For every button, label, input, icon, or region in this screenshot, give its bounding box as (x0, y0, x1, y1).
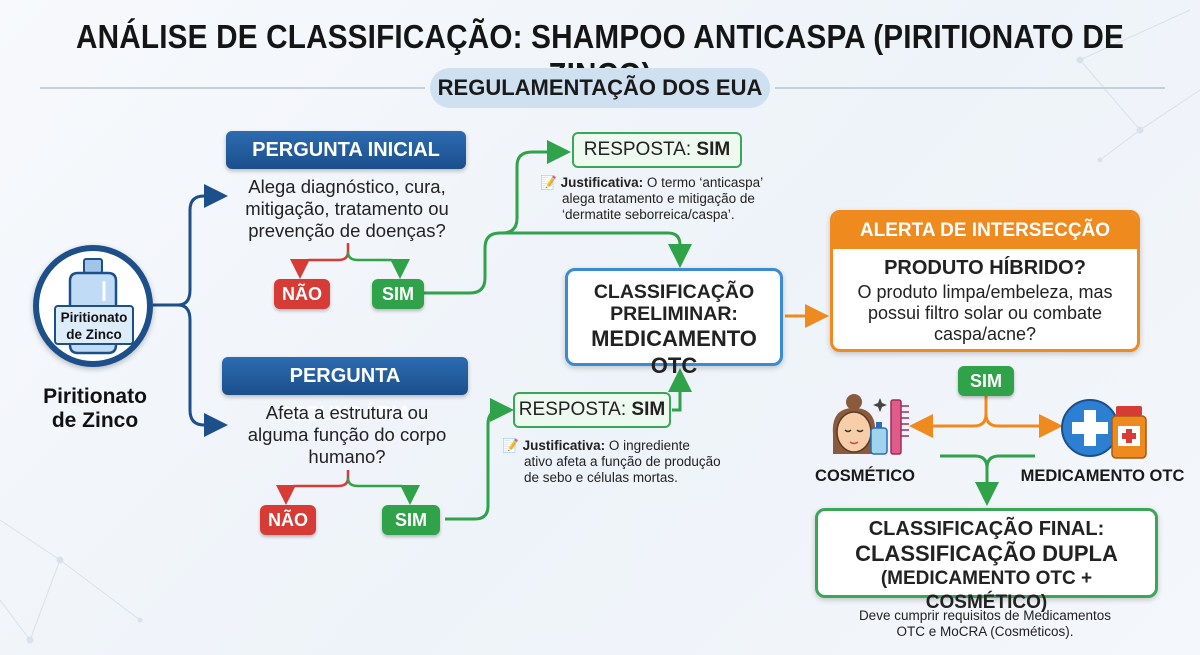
alert-yes-button[interactable]: SIM (958, 366, 1014, 396)
q2-just-line3: de sebo e células mortas. (524, 470, 678, 485)
divider-left (40, 87, 425, 89)
regulation-pill: REGULAMENTAÇÃO DOS EUA (430, 68, 770, 108)
otc-label: MEDICAMENTO OTC (1020, 467, 1185, 485)
cosmetic-label: COSMÉTICO (815, 467, 915, 485)
q2-no-button[interactable]: NÃO (260, 505, 316, 535)
q1-no-button[interactable]: NÃO (274, 279, 330, 309)
prelim-line3: MEDICAMENTO OTC (591, 326, 757, 378)
q2-justification: 📝 Justificativa: O ingrediente ativo afe… (502, 438, 762, 486)
memo-icon: 📝 (502, 438, 519, 453)
q2-line2: alguma função do corpo (247, 424, 447, 445)
alert-title: PRODUTO HÍBRIDO? (884, 257, 1086, 279)
q1-just-line2: alega tratamento e mitigação de (562, 191, 755, 206)
q2-response-value: SIM (631, 399, 666, 420)
ingredient-name-line1: Piritionato (43, 385, 147, 408)
q2-just-line1: O ingrediente (605, 438, 690, 453)
bottle-label-line1: Piritionato (60, 310, 128, 325)
q2-just-label: Justificativa: (522, 438, 606, 453)
q1-just-line3: ‘dermatite seborreica/caspa’. (562, 207, 735, 222)
q1-justification: 📝 Justificativa: O termo ‘anticaspa’ ale… (540, 175, 800, 223)
bottle-label: Piritionato de Zinco (54, 305, 134, 345)
q1-just-line1: O termo ‘anticaspa’ (643, 175, 764, 190)
final-line3: (MEDICAMENTO OTC + COSMÉTICO) (880, 568, 1093, 613)
compliance-note: Deve cumprir requisitos de Medicamentos … (830, 608, 1140, 640)
q2-header: PERGUNTA SECUNDÁRIA (222, 357, 468, 425)
prelim-line2: PRELIMINAR: (610, 303, 738, 325)
q1-line2: mitigação, tratamento ou (245, 198, 449, 219)
q2-response-prefix: RESPOSTA: (518, 399, 632, 420)
q1-response-prefix: RESPOSTA: (583, 139, 697, 160)
alert-line1: O produto limpa/embeleza, mas (857, 282, 1113, 302)
q2-line1: Afeta a estrutura ou (265, 402, 429, 423)
q2-yes-button[interactable]: SIM (382, 505, 440, 535)
q2-text: Afeta a estrutura ou alguma função do co… (222, 402, 472, 468)
prelim-line1: CLASSIFICAÇÃO (593, 281, 755, 303)
q1-line3: prevenção de doenças? (248, 220, 446, 241)
divider-right (775, 87, 1165, 89)
preliminary-classification: CLASSIFICAÇÃO PRELIMINAR: MEDICAMENTO OT… (565, 268, 783, 378)
q1-header: PERGUNTA INICIAL (226, 131, 466, 169)
cosmetic-person-icon (832, 394, 909, 455)
otc-medicine-icon (1061, 399, 1147, 459)
alert-body: O produto limpa/embeleza, mas possui fil… (833, 282, 1137, 345)
note-line1: Deve cumprir requisitos de Medicamentos (858, 608, 1112, 623)
intersection-alert: ALERTA DE INTERSECÇÃO PRODUTO HÍBRIDO? O… (830, 210, 1140, 352)
bottle-label-line2: de Zinco (66, 327, 122, 342)
alert-line3: caspa/acne? (933, 324, 1037, 344)
alert-header: ALERTA DE INTERSECÇÃO (833, 213, 1137, 249)
q1-response: RESPOSTA: SIM (572, 132, 742, 168)
q2-response: RESPOSTA: SIM (513, 392, 671, 428)
alert-line2: possui filtro solar ou combate (867, 303, 1103, 323)
q1-yes-button[interactable]: SIM (372, 279, 424, 309)
memo-icon: 📝 (540, 175, 557, 190)
q1-line1: Alega diagnóstico, cura, (248, 176, 446, 197)
q1-response-value: SIM (696, 139, 731, 160)
note-line2: OTC e MoCRA (Cosméticos). (896, 624, 1074, 639)
ingredient-name-line2: de Zinco (51, 409, 139, 432)
q2-line3: humano? (308, 446, 386, 467)
final-line1: CLASSIFICAÇÃO FINAL: (868, 518, 1105, 540)
q1-text: Alega diagnóstico, cura, mitigação, trat… (222, 176, 472, 242)
q2-just-line2: ativo afeta a função de produção (524, 454, 721, 469)
q1-just-label: Justificativa: (560, 175, 644, 190)
final-classification: CLASSIFICAÇÃO FINAL: CLASSIFICAÇÃO DUPLA… (815, 508, 1158, 613)
final-line2: CLASSIFICAÇÃO DUPLA (855, 541, 1118, 566)
ingredient-name: Piritionato de Zinco (25, 385, 165, 433)
